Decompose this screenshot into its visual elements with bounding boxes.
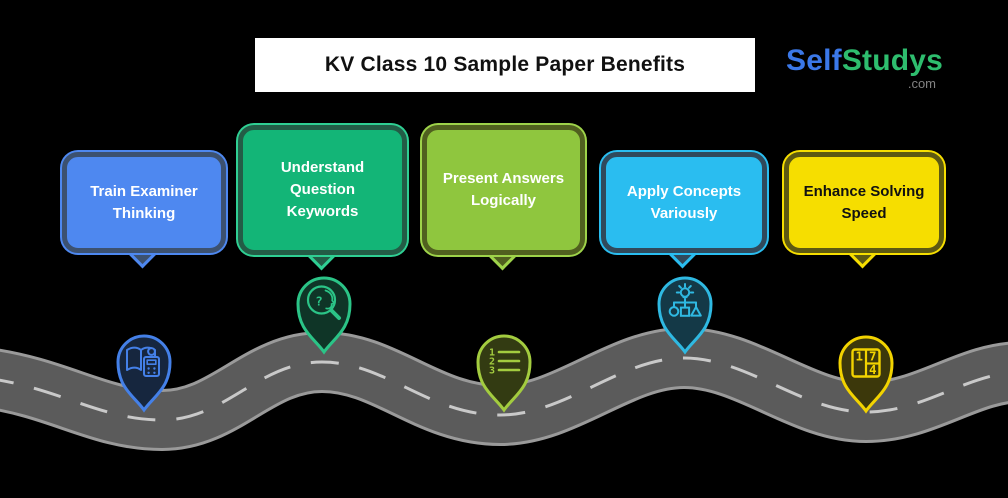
- numbered-list-icon: 1 2 3: [489, 348, 521, 377]
- book-calculator-icon: [126, 346, 160, 377]
- pin-train-examiner-thinking: [112, 330, 176, 414]
- idea-shapes-icon: [668, 283, 702, 317]
- benefit-card-label: Understand Question Keywords: [280, 159, 365, 220]
- benefit-card-apply-concepts-variously: Apply Concepts Variously: [601, 152, 767, 269]
- benefit-card-enhance-solving-speed: Enhance Solving Speed: [784, 152, 944, 269]
- title-banner: KV Class 10 Sample Paper Benefits: [255, 38, 755, 92]
- svg-text:1: 1: [855, 349, 863, 364]
- svg-text:7: 7: [869, 349, 877, 364]
- benefit-card-label: Present Answers Logically: [442, 170, 565, 209]
- pin-apply-concepts-variously: [653, 272, 717, 356]
- pin-enhance-solving-speed: 1 7 4: [834, 331, 898, 415]
- benefit-card-label: Train Examiner Thinking: [90, 182, 198, 222]
- pin-present-answers-logically: 1 2 3: [472, 330, 536, 414]
- svg-text:3: 3: [489, 366, 495, 377]
- logo-part-studys: Studys: [841, 44, 944, 77]
- benefit-card-label: Apply Concepts Variously: [626, 182, 742, 222]
- svg-text:1: 1: [489, 348, 495, 359]
- logo-domain-suffix: .com: [907, 76, 936, 91]
- benefit-card-train-examiner-thinking: Train Examiner Thinking: [62, 152, 226, 269]
- road-center-dashes: [0, 356, 1008, 422]
- page-title: KV Class 10 Sample Paper Benefits: [324, 53, 686, 76]
- selfstudys-logo: SelfStudys .com: [786, 44, 944, 91]
- benefit-card-understand-question-keywords: Understand Question Keywords: [238, 125, 407, 271]
- svg-text:2: 2: [489, 357, 495, 368]
- benefit-card-label: Enhance Solving Speed: [803, 182, 925, 222]
- benefit-card-present-answers-logically: Present Answers Logically: [422, 125, 585, 271]
- svg-text:4: 4: [869, 362, 877, 377]
- question-head-magnifier-icon: ?: [306, 285, 341, 320]
- svg-text:?: ?: [315, 294, 323, 309]
- number-grid-icon: 1 7 4: [851, 348, 881, 378]
- logo-part-self: Self: [786, 44, 842, 77]
- pin-understand-question-keywords: ?: [292, 272, 356, 356]
